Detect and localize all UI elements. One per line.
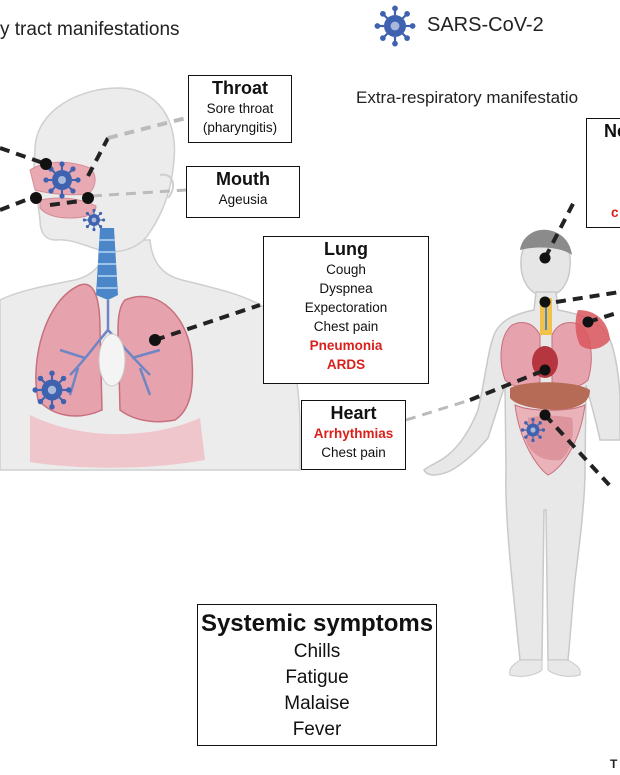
- throat-title: Throat: [212, 78, 268, 98]
- corner-fragment: T: [610, 757, 618, 771]
- mouth-item: Ageusia: [218, 192, 268, 207]
- neuro-box-partial: Ne c: [586, 118, 620, 230]
- systemic-item: Fatigue: [285, 667, 349, 688]
- leader-dots: [30, 158, 594, 421]
- heart-title: Heart: [330, 403, 377, 423]
- systemic-item: Malaise: [284, 693, 350, 714]
- lung-highlight-item: Pneumonia: [309, 338, 383, 353]
- neuro-highlight-fragment: c: [611, 205, 619, 220]
- lung-item: Cough: [326, 262, 366, 277]
- heart-item: Chest pain: [321, 445, 386, 460]
- body-figure: [423, 229, 620, 677]
- mouth-title: Mouth: [216, 169, 270, 189]
- heart-highlight-item: Arrhythmias: [313, 426, 394, 441]
- mouth-box: Mouth Ageusia: [186, 166, 300, 218]
- lung-item: Chest pain: [313, 319, 379, 334]
- systemic-title: Systemic symptoms: [200, 610, 434, 637]
- systemic-item: Chills: [293, 641, 341, 662]
- lungs-diagram: [30, 283, 205, 468]
- systemic-symptoms-box: Systemic symptoms Chills Fatigue Malaise…: [197, 604, 437, 746]
- leader-lines: [0, 116, 620, 490]
- neuro-title: Ne: [604, 121, 620, 141]
- lung-title: Lung: [324, 239, 368, 259]
- heart-box: Heart Arrhythmias Chest pain: [301, 400, 406, 470]
- throat-item: (pharyngitis): [202, 120, 278, 135]
- virus-label: SARS-CoV-2: [427, 14, 544, 36]
- throat-item: Sore throat: [206, 101, 274, 116]
- lung-highlight-item: ARDS: [326, 357, 366, 372]
- left-section-title: y tract manifestations: [0, 19, 180, 40]
- virus-icon: [373, 4, 417, 48]
- throat-box: Throat Sore throat (pharyngitis): [188, 75, 292, 143]
- lung-item: Expectoration: [304, 300, 388, 315]
- lung-box: Lung Cough Dyspnea Expectoration Chest p…: [263, 236, 429, 384]
- right-section-title: Extra-respiratory manifestatio: [356, 88, 579, 107]
- lung-item: Dyspnea: [319, 281, 373, 296]
- systemic-item: Fever: [292, 719, 342, 740]
